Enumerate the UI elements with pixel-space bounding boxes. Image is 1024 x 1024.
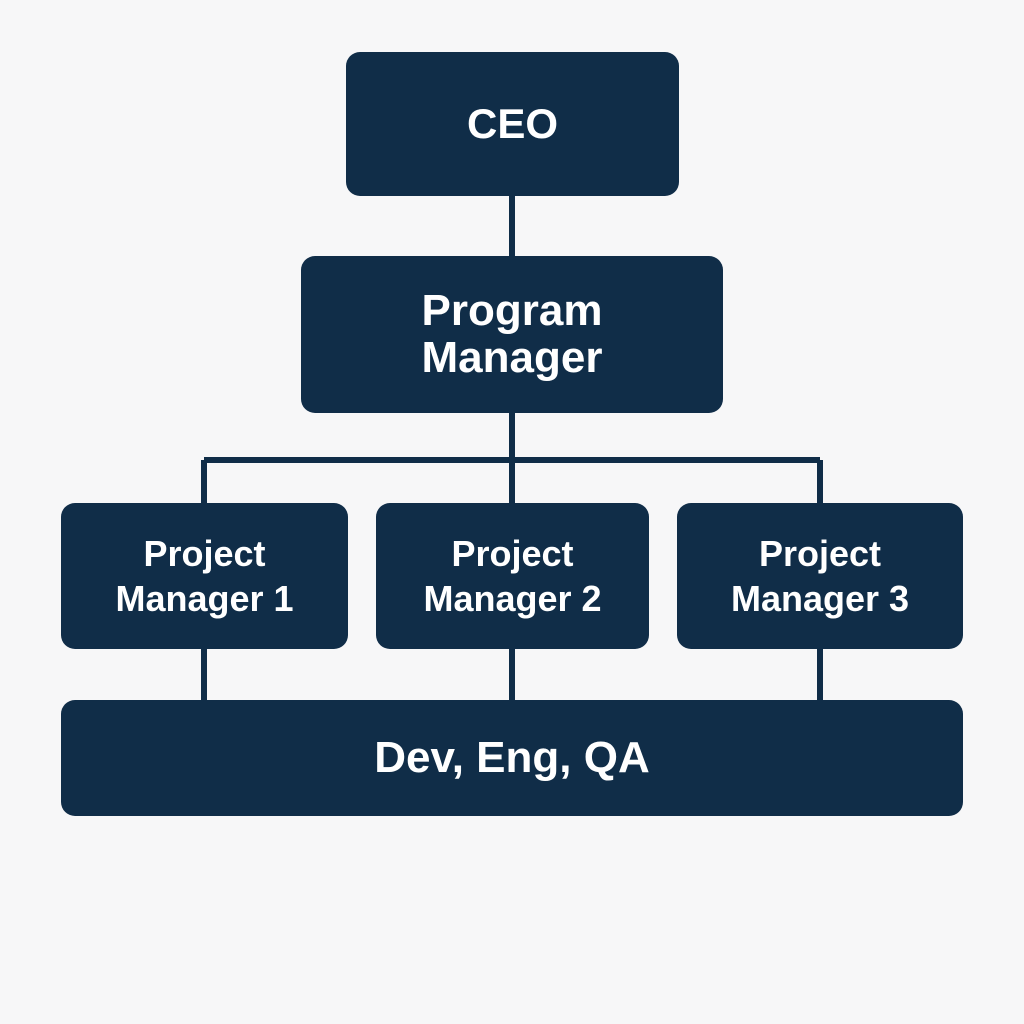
node-project-manager-3-text: Project Manager 3	[731, 531, 909, 622]
node-program-manager: Program Manager	[301, 256, 723, 413]
node-program-manager-line1: Program	[421, 285, 603, 335]
node-ceo: CEO	[346, 52, 679, 196]
node-project-manager-3-line1: Project	[758, 532, 882, 574]
node-ceo-label: CEO	[466, 100, 558, 147]
node-project-manager-1: Project Manager 1	[61, 503, 348, 649]
node-program-manager-line2: Manager	[421, 332, 603, 382]
node-project-manager-1-line2: Manager 1	[115, 578, 294, 619]
node-project-manager-1-line1: Project	[143, 532, 266, 574]
node-project-manager-3-line2: Manager 3	[730, 578, 910, 619]
node-project-manager-2-text: Project Manager 2	[423, 531, 601, 622]
node-program-manager-text: Program Manager	[421, 285, 603, 382]
node-project-manager-2-line2: Manager 2	[423, 578, 602, 619]
node-team: Dev, Eng, QA	[61, 700, 963, 816]
node-project-manager-3: Project Manager 3	[677, 503, 963, 649]
node-project-manager-2: Project Manager 2	[376, 503, 649, 649]
node-project-manager-1-text: Project Manager 1	[115, 531, 293, 622]
node-project-manager-2-line1: Project	[451, 532, 574, 574]
node-team-label: Dev, Eng, QA	[374, 733, 650, 782]
